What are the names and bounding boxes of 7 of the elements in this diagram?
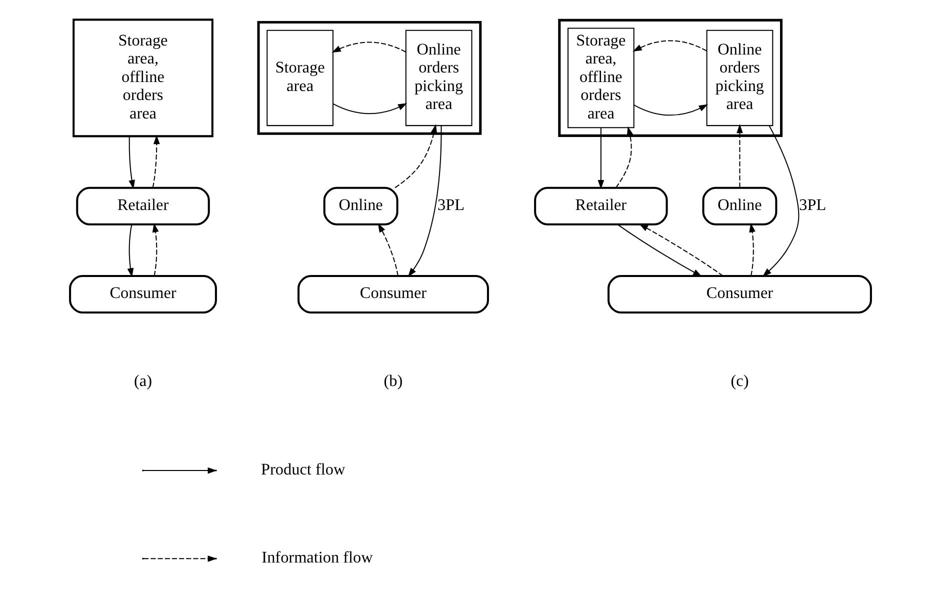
edge-label: 3PL: [437, 196, 465, 214]
label: (c): [730, 372, 749, 390]
label: (a): [134, 372, 152, 390]
label: (b): [384, 372, 403, 390]
legend-label: Product flow: [260, 460, 346, 478]
edge-label: 3PL: [799, 196, 826, 214]
legend-label: Information flow: [262, 548, 373, 567]
